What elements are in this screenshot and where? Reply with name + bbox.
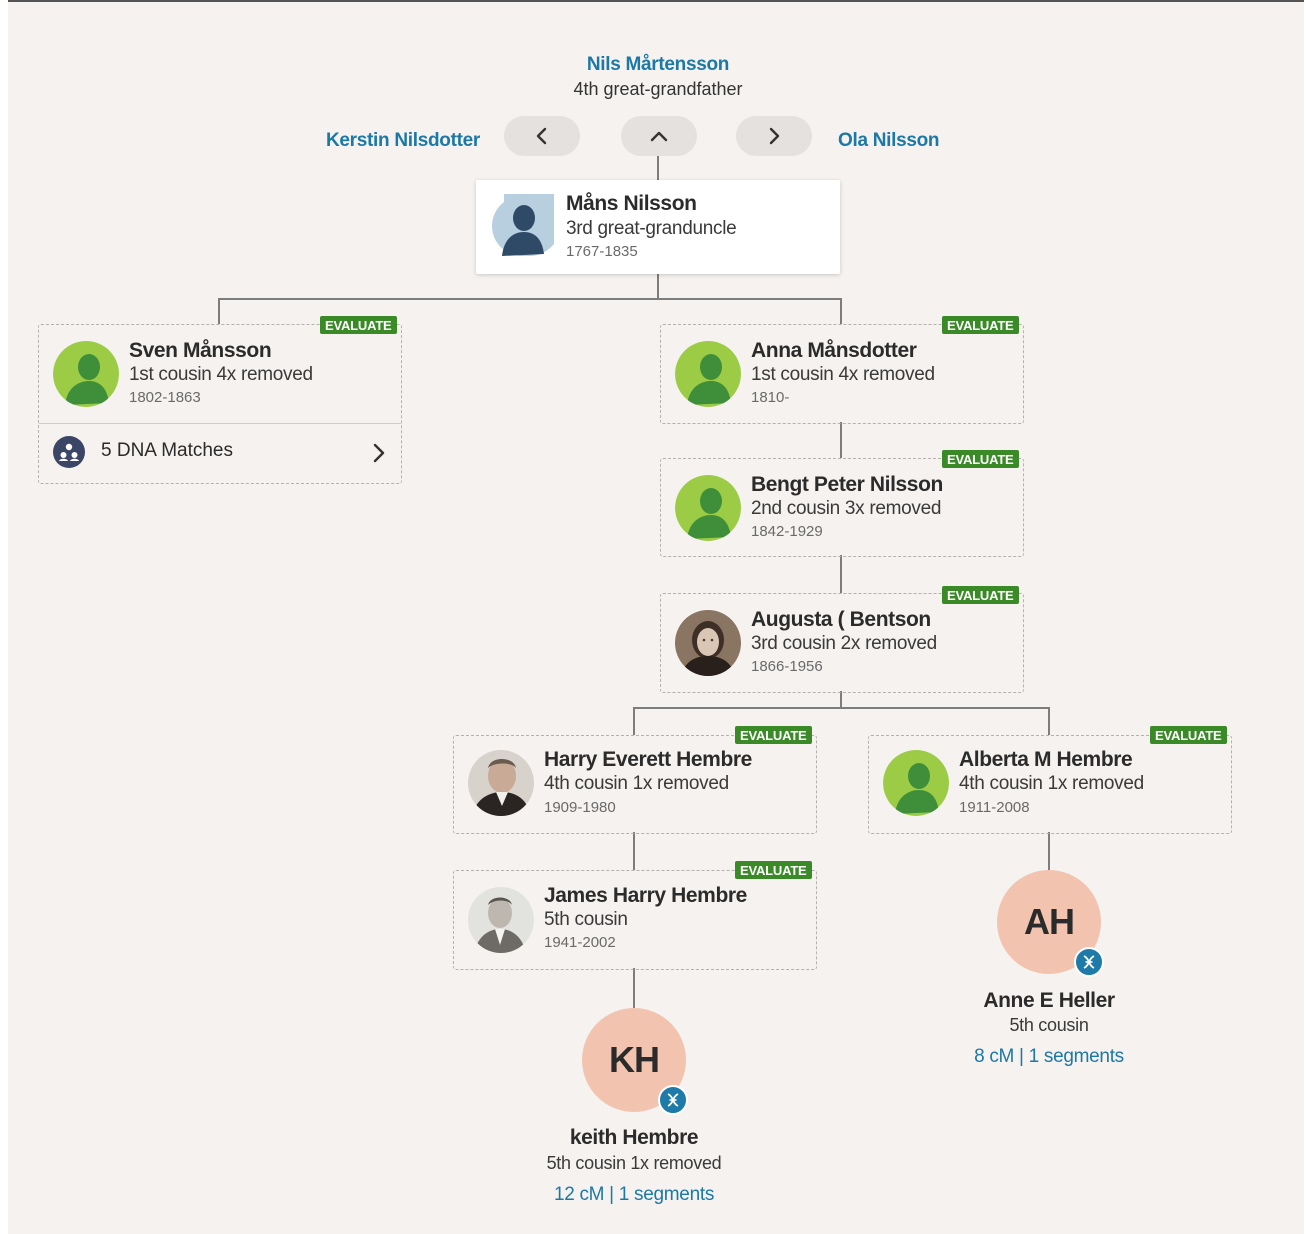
match-name[interactable]: Anne E Heller: [983, 989, 1115, 1012]
person-years: 1802-1863: [129, 389, 201, 406]
person-years: 1909-1980: [544, 799, 616, 816]
person-relation: 4th cousin 1x removed: [544, 773, 729, 794]
avatar: [675, 341, 741, 407]
avatar: [883, 750, 949, 816]
person-name: Måns Nilsson: [566, 192, 697, 215]
evaluate-badge[interactable]: EVALUATE: [735, 861, 812, 879]
avatar: [53, 341, 119, 407]
evaluate-badge[interactable]: EVALUATE: [735, 726, 812, 744]
match-relation: 5th cousin 1x removed: [546, 1153, 722, 1173]
chevron-up-icon: [650, 131, 668, 142]
person-name: Harry Everett Hembre: [544, 748, 752, 771]
person-relation: 1st cousin 4x removed: [751, 364, 935, 385]
person-relation: 5th cousin: [544, 909, 628, 930]
connector: [633, 707, 1050, 709]
person-card-augusta[interactable]: Augusta ( Bentson 3rd cousin 2x removed …: [660, 593, 1024, 693]
connector: [633, 968, 635, 1008]
up-button[interactable]: [621, 116, 697, 156]
person-relation: 3rd great-granduncle: [566, 218, 737, 239]
person-relation: 1st cousin 4x removed: [129, 364, 313, 385]
person-years: 1911-2008: [959, 799, 1030, 816]
photo: [468, 887, 534, 953]
ancestor-relation: 4th great-grandfather: [573, 79, 743, 99]
connector: [840, 422, 842, 458]
evaluate-badge[interactable]: EVALUATE: [320, 316, 397, 334]
connector: [657, 152, 659, 180]
match-name[interactable]: keith Hembre: [569, 1126, 699, 1149]
tree-canvas: Nils Mårtensson 4th great-grandfather Ke…: [8, 0, 1304, 1234]
person-relation: 4th cousin 1x removed: [959, 773, 1144, 794]
shared-dna-link[interactable]: 12 cM | 1 segments: [553, 1184, 715, 1205]
root-person-card[interactable]: Måns Nilsson 3rd great-granduncle 1767-1…: [476, 180, 840, 274]
photo: [675, 610, 741, 676]
person-years: 1842-1929: [751, 523, 823, 540]
person-name: James Harry Hembre: [544, 884, 747, 907]
connector: [1048, 832, 1050, 872]
dna-icon: [1074, 947, 1104, 977]
divider: [39, 423, 401, 424]
person-years: 1866-1956: [751, 658, 823, 675]
avatar: [675, 475, 741, 541]
person-relation: 3rd cousin 2x removed: [751, 633, 937, 654]
person-card-alberta[interactable]: Alberta M Hembre 4th cousin 1x removed 1…: [868, 735, 1232, 834]
evaluate-badge[interactable]: EVALUATE: [942, 586, 1019, 604]
shared-dna-link[interactable]: 8 cM | 1 segments: [974, 1046, 1124, 1067]
evaluate-badge[interactable]: EVALUATE: [1150, 726, 1227, 744]
connector: [840, 298, 842, 324]
person-card-james[interactable]: James Harry Hembre 5th cousin 1941-2002: [453, 870, 817, 970]
person-name: Anna Månsdotter: [751, 339, 917, 362]
person-card-harry[interactable]: Harry Everett Hembre 4th cousin 1x remov…: [453, 735, 817, 834]
next-button[interactable]: [736, 116, 812, 156]
dna-matches-label: 5 DNA Matches: [101, 440, 233, 461]
person-name: Sven Månsson: [129, 339, 272, 362]
person-name: Alberta M Hembre: [959, 748, 1133, 771]
avatar: [490, 194, 554, 258]
connector: [218, 298, 220, 324]
connector: [840, 555, 842, 593]
evaluate-badge[interactable]: EVALUATE: [942, 316, 1019, 334]
ancestor-name-link[interactable]: Nils Mårtensson: [586, 54, 730, 75]
person-years: 1941-2002: [544, 934, 616, 951]
chevron-left-icon: [536, 127, 547, 145]
dna-matches-row[interactable]: 5 DNA Matches: [39, 424, 401, 482]
dna-matches-icon: [53, 436, 85, 468]
dna-icon: [658, 1085, 688, 1115]
person-card-anna[interactable]: Anna Månsdotter 1st cousin 4x removed 18…: [660, 324, 1024, 424]
connector: [657, 274, 659, 300]
previous-button[interactable]: [504, 116, 580, 156]
person-relation: 2nd cousin 3x removed: [751, 498, 942, 519]
person-name: Bengt Peter Nilsson: [751, 473, 943, 496]
person-years: 1810-: [751, 389, 790, 406]
match-relation: 5th cousin: [1009, 1015, 1089, 1035]
chevron-right-icon: [373, 443, 385, 463]
connector: [1048, 707, 1050, 735]
connector: [633, 832, 635, 870]
connector: [840, 691, 842, 709]
person-name: Augusta ( Bentson: [751, 608, 931, 631]
connector: [218, 298, 842, 300]
person-years: 1767-1835: [566, 243, 638, 260]
photo: [468, 750, 534, 816]
person-card-bengt[interactable]: Bengt Peter Nilsson 2nd cousin 3x remove…: [660, 458, 1024, 557]
evaluate-badge[interactable]: EVALUATE: [942, 450, 1019, 468]
nav-right-person-link[interactable]: Ola Nilsson: [838, 130, 940, 151]
person-card-sven[interactable]: Sven Månsson 1st cousin 4x removed 1802-…: [38, 324, 402, 484]
connector: [633, 707, 635, 735]
nav-left-person-link[interactable]: Kerstin Nilsdotter: [325, 130, 480, 151]
chevron-right-icon: [769, 127, 780, 145]
